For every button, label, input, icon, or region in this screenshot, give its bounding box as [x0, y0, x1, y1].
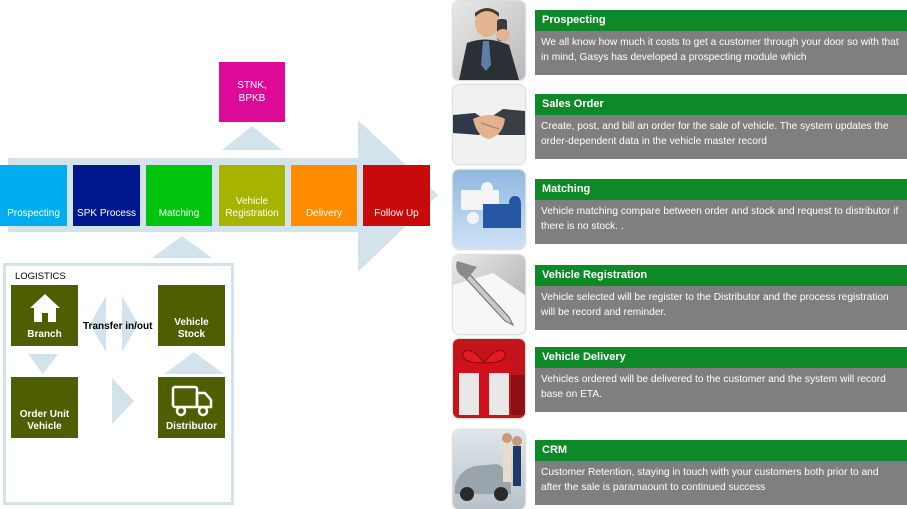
step-label: Delivery: [305, 208, 343, 219]
truck-icon: [171, 385, 213, 417]
order-unit-vehicle-box[interactable]: Order Unit Vehicle: [11, 377, 78, 438]
handshake-icon: [453, 109, 525, 139]
card-title-prospecting: Prospecting: [535, 10, 907, 31]
logistics-panel: LOGISTICS Branch Vehicle Stock Transfer …: [3, 263, 234, 505]
logistics-title: LOGISTICS: [15, 271, 66, 282]
pen-icon: [453, 261, 525, 334]
card-title-matching: Matching: [535, 179, 907, 200]
step-label: Matching: [158, 208, 200, 219]
transfer-label: Transfer in/out: [83, 321, 153, 332]
step-label: SPK Process: [77, 208, 136, 219]
vehicle-stock-label: Vehicle Stock: [174, 317, 209, 340]
step-label: Follow Up: [374, 208, 419, 219]
card-body-sales-order: Create, post, and bill an order for the …: [535, 115, 907, 159]
handshake-photo: [453, 85, 525, 164]
card-body-vehicle-delivery: Vehicles ordered will be delivered to th…: [535, 368, 907, 412]
vehicle-stock-box[interactable]: Vehicle Stock: [158, 285, 225, 346]
house-icon: [30, 294, 60, 322]
card-title-sales-order: Sales Order: [535, 94, 907, 115]
process-arrow-background: [8, 120, 438, 272]
puzzle-pieces-photo: [453, 170, 525, 249]
stnk-bpkb-box: STNK, BPKB: [219, 62, 285, 122]
gift-icon: [457, 350, 525, 415]
card-body-crm: Customer Retention, staying in touch wit…: [535, 461, 907, 505]
branch-box[interactable]: Branch: [11, 285, 78, 346]
step-label: Prospecting: [7, 208, 60, 219]
businessman-icon: [459, 8, 519, 80]
card-body-vehicle-registration: Vehicle selected will be register to the…: [535, 286, 907, 330]
step-vehicle-registration[interactable]: Vehicle Registration: [219, 165, 285, 226]
car-showroom-photo: [453, 430, 525, 509]
card-title-crm: CRM: [535, 440, 907, 461]
branch-label: Branch: [27, 329, 62, 340]
logistics-arrows: [28, 296, 224, 424]
pen-signing-photo: [453, 255, 525, 334]
step-follow-up[interactable]: Follow Up: [363, 165, 430, 226]
card-title-vehicle-registration: Vehicle Registration: [535, 265, 907, 286]
card-title-vehicle-delivery: Vehicle Delivery: [535, 347, 907, 368]
step-delivery[interactable]: Delivery: [291, 165, 357, 226]
gift-box-photo: [453, 339, 525, 418]
step-matching[interactable]: Matching: [146, 165, 212, 226]
step-spk-process[interactable]: SPK Process: [73, 165, 140, 226]
distributor-box[interactable]: Distributor: [158, 377, 225, 438]
card-body-matching: Vehicle matching compare between order a…: [535, 200, 907, 244]
card-body-prospecting: We all know how much it costs to get a c…: [535, 31, 907, 75]
car-showroom-icon: [455, 433, 522, 501]
step-prospecting[interactable]: Prospecting: [0, 165, 67, 226]
puzzle-icon: [461, 182, 521, 228]
order-unit-label: Order Unit Vehicle: [19, 409, 70, 432]
stnk-bpkb-label: STNK, BPKB: [237, 80, 267, 104]
distributor-label: Distributor: [165, 421, 218, 432]
businessman-phone-photo: [453, 1, 525, 80]
step-label: Vehicle Registration: [225, 196, 279, 219]
